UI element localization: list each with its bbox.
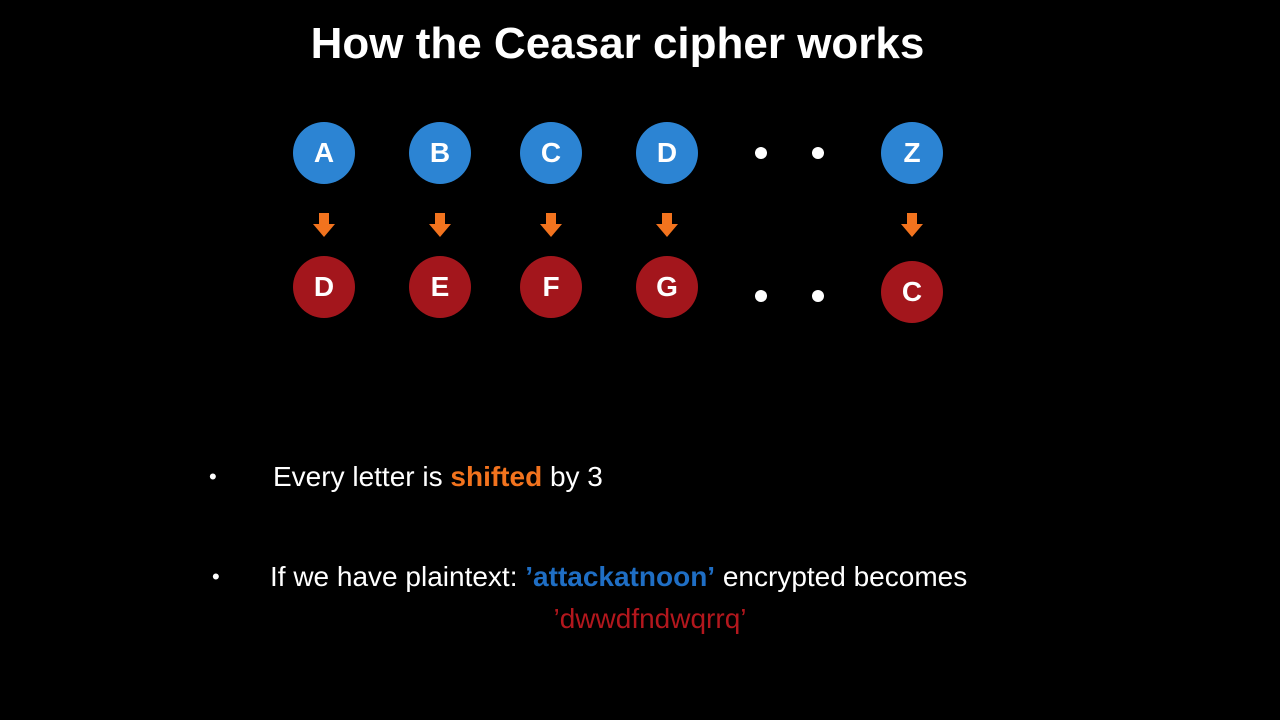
ellipsis-dot xyxy=(755,147,767,159)
ellipsis-dot xyxy=(755,290,767,302)
down-arrow-icon xyxy=(656,213,678,237)
ellipsis-dot xyxy=(812,147,824,159)
bullet-dot: • xyxy=(212,564,220,589)
plain-letter-b: B xyxy=(409,122,471,184)
ciphertext-example: ’dwwdfndwqrrq’ xyxy=(553,603,747,634)
plain-letter-z: Z xyxy=(881,122,943,184)
cipher-letter-g: G xyxy=(636,256,698,318)
cipher-letter-e: E xyxy=(409,256,471,318)
plain-letter-a: A xyxy=(293,122,355,184)
plain-letter-d: D xyxy=(636,122,698,184)
down-arrow-icon xyxy=(429,213,451,237)
bullet-text: If we have plaintext: xyxy=(270,561,526,592)
bullet-text: encrypted becomes xyxy=(715,561,968,592)
bullet-example: If we have plaintext: ’attackatnoon’ enc… xyxy=(270,560,967,594)
bullet-dot: • xyxy=(209,464,217,489)
down-arrow-icon xyxy=(901,213,923,237)
bullet-shift-rule: Every letter is shifted by 3 xyxy=(273,460,603,494)
cipher-letter-f: F xyxy=(520,256,582,318)
bullet-text: Every letter is xyxy=(273,461,451,492)
cipher-letter-d: D xyxy=(293,256,355,318)
bullet-text: by 3 xyxy=(542,461,603,492)
down-arrow-icon xyxy=(313,213,335,237)
cipher-letter-c: C xyxy=(881,261,943,323)
slide-title: How the Ceasar cipher works xyxy=(310,19,925,68)
plain-letter-c: C xyxy=(520,122,582,184)
plaintext-example: ’attackatnoon’ xyxy=(525,561,716,592)
down-arrow-icon xyxy=(540,213,562,237)
shifted-highlight: shifted xyxy=(450,461,543,492)
ellipsis-dot xyxy=(812,290,824,302)
